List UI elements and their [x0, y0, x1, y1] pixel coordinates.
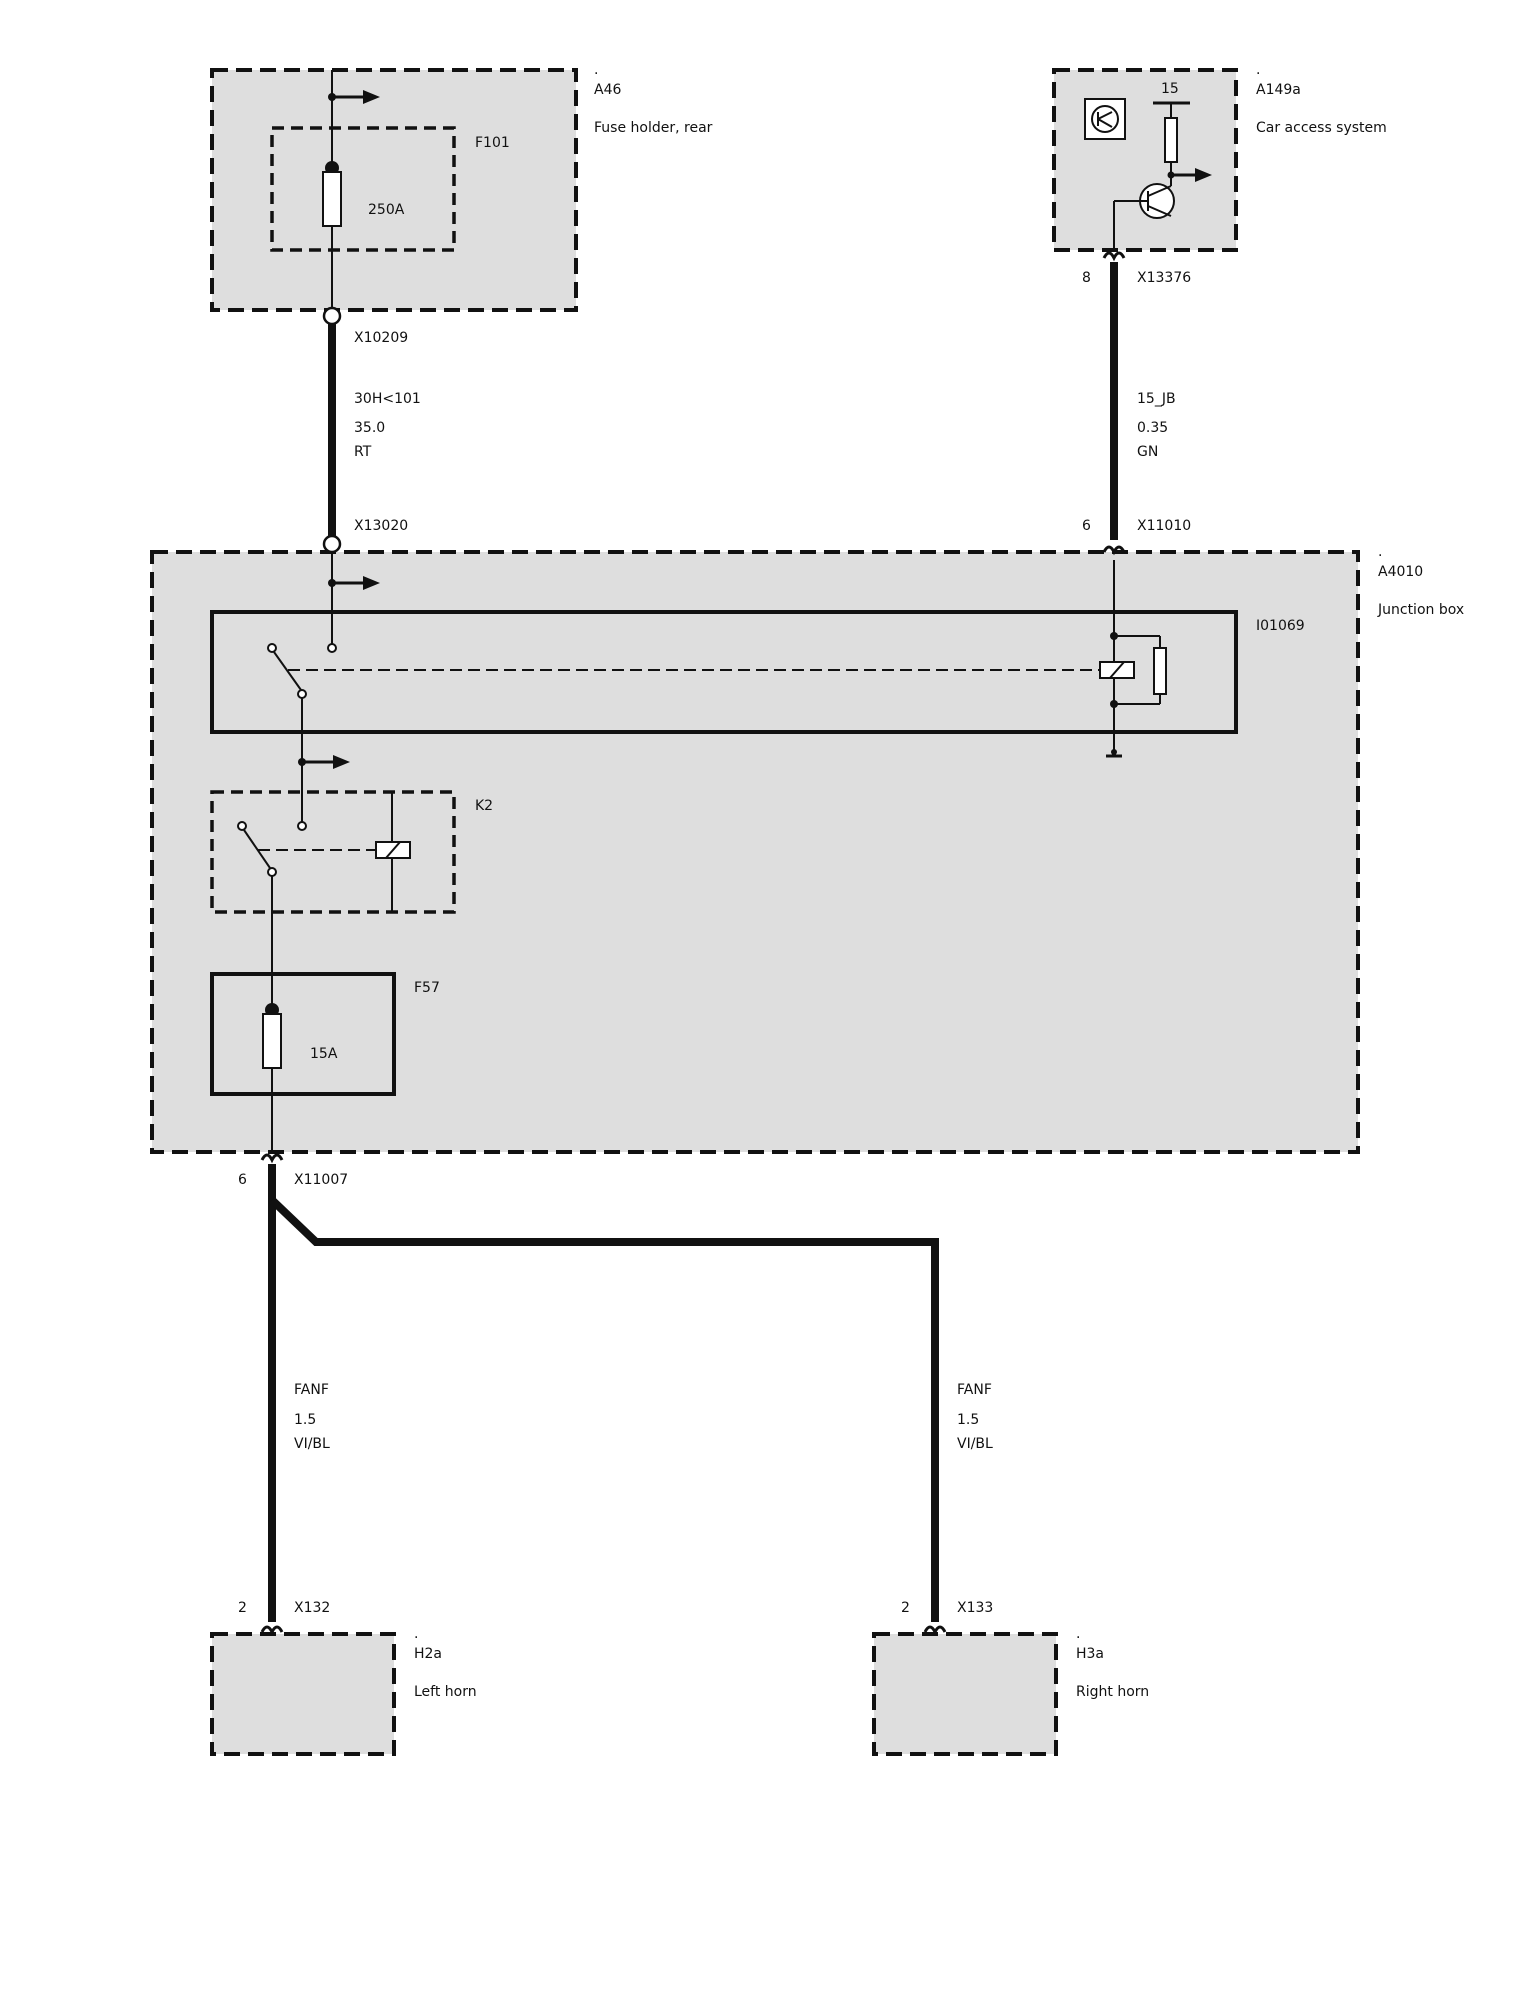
f57-rating: 15A [310, 1046, 338, 1062]
a149a-id: A149a [1256, 82, 1301, 98]
x13376-pin: 8 [1082, 270, 1091, 286]
wire-left-gauge: 1.5 [294, 1412, 316, 1428]
wire-right-gauge: 1.5 [957, 1412, 979, 1428]
x11007-label: X11007 [294, 1172, 348, 1188]
x13020-label: X13020 [354, 518, 408, 534]
f101-id: F101 [475, 135, 510, 151]
relay-i01069 [210, 610, 1238, 734]
a149a-name: Car access system [1256, 120, 1387, 136]
wire-right-color: VI/BL [957, 1436, 993, 1452]
left-horn-h2a [210, 1625, 396, 1756]
right-horn-h3a [872, 1625, 1058, 1756]
car-access-system-a149a [1052, 68, 1238, 262]
a46-name: Fuse holder, rear [594, 120, 713, 136]
x13376-label: X13376 [1137, 270, 1191, 286]
junction-box-a4010 [150, 534, 1360, 1164]
wire-15jb-gauge: 0.35 [1137, 420, 1168, 436]
resistor-i01069 [1153, 647, 1167, 695]
wire-15jb-color: GN [1137, 444, 1158, 460]
x11010-pin: 6 [1082, 518, 1091, 534]
a46-marker: . [594, 62, 598, 78]
relay-k2 [210, 790, 456, 914]
h2a-id: H2a [414, 1646, 442, 1662]
i01069-id: I01069 [1256, 618, 1305, 634]
h3a-name: Right horn [1076, 1684, 1149, 1700]
f57-id: F57 [414, 980, 440, 996]
a4010-name: Junction box [1377, 602, 1464, 618]
wire-fanf-right [269, 1197, 939, 1622]
h3a-id: H3a [1076, 1646, 1104, 1662]
wire-right-circuit: FANF [957, 1382, 992, 1398]
a4010-id: A4010 [1378, 564, 1423, 580]
fuse-f101-symbol [322, 171, 342, 227]
x132-pin: 2 [238, 1600, 247, 1616]
h2a-name: Left horn [414, 1684, 477, 1700]
x132-label: X132 [294, 1600, 330, 1616]
wire-30h-color: RT [354, 444, 372, 460]
h2a-marker: . [414, 1626, 418, 1642]
a46-id: A46 [594, 82, 621, 98]
wire-15jb-circuit: 15_JB [1137, 391, 1176, 407]
wire-30h-gauge: 35.0 [354, 420, 385, 436]
fuse-f57 [210, 972, 396, 1096]
wire-left-circuit: FANF [294, 1382, 329, 1398]
a149a-terminal: 15 [1161, 81, 1179, 97]
k2-id: K2 [475, 798, 493, 814]
resistor-symbol [1164, 117, 1178, 163]
a4010-marker: . [1378, 544, 1382, 560]
fuse-f57-symbol [262, 1013, 282, 1069]
x10209-label: X10209 [354, 330, 408, 346]
a149a-marker: . [1256, 62, 1260, 78]
fuse-holder-a46 [210, 68, 578, 326]
x133-label: X133 [957, 1600, 993, 1616]
h3a-marker: . [1076, 1626, 1080, 1642]
wire-30h-circuit: 30H<101 [354, 391, 421, 407]
wire-left-color: VI/BL [294, 1436, 330, 1452]
x133-pin: 2 [901, 1600, 910, 1616]
x11010-label: X11010 [1137, 518, 1191, 534]
x11007-pin: 6 [238, 1172, 247, 1188]
f101-rating: 250A [368, 202, 405, 218]
